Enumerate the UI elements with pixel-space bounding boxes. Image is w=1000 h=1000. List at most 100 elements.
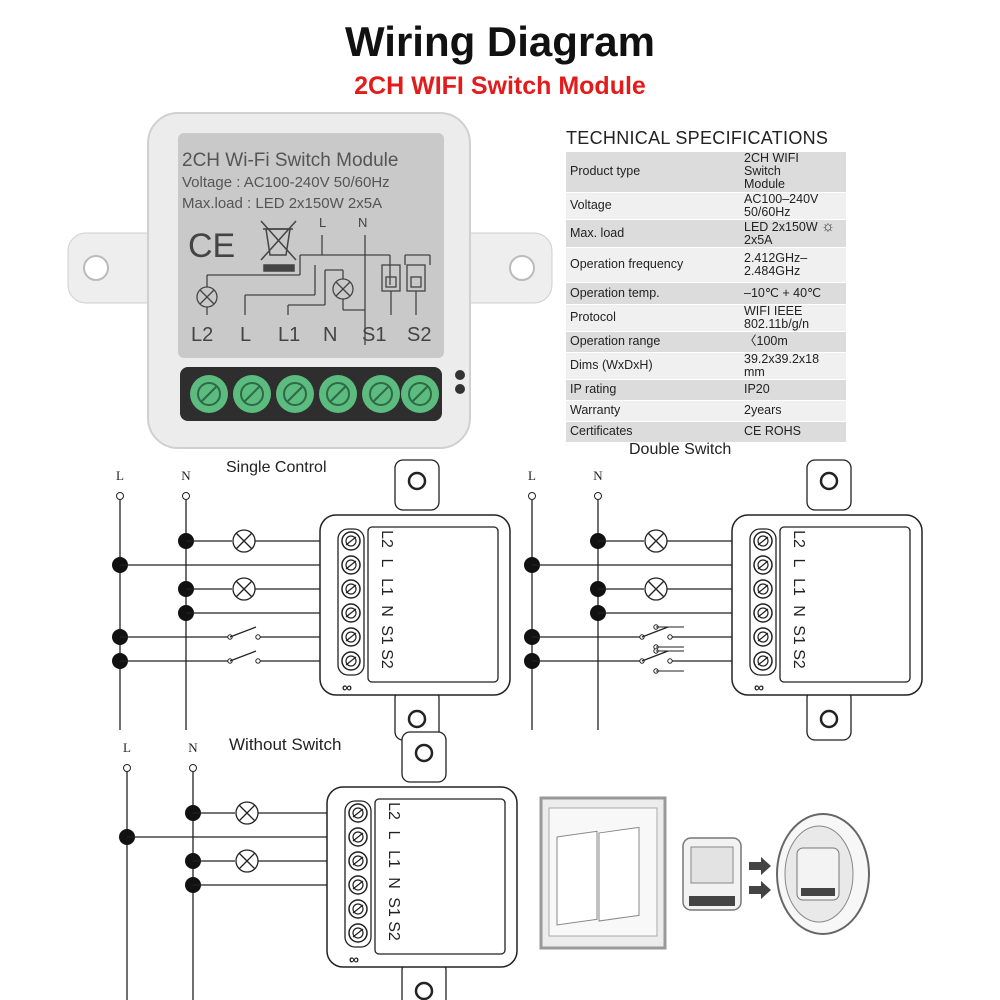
terminal-label: L2 bbox=[385, 802, 402, 820]
spec-row: Operation temp.–10℃ + 40℃ bbox=[566, 282, 846, 305]
label-term-n: N bbox=[323, 324, 337, 346]
reset-hole bbox=[455, 384, 465, 394]
spec-key: Certificates bbox=[566, 421, 730, 443]
terminal-screws bbox=[190, 375, 439, 413]
spec-value: AC100–240V 50/60Hz bbox=[730, 192, 846, 220]
caption-single-control: Single Control bbox=[226, 459, 327, 476]
terminal-label: L1 bbox=[378, 578, 395, 596]
line-l-label: L bbox=[528, 468, 536, 483]
module-label-voltage: Voltage : AC100-240V 50/60Hz bbox=[182, 174, 390, 191]
spec-value: WIFI IEEE 802.11b/g/n bbox=[730, 304, 846, 332]
installation-illustration bbox=[539, 796, 870, 950]
terminal-label: S2 bbox=[790, 649, 807, 669]
wall-switch-rocker-right bbox=[598, 826, 640, 922]
infinity-mark: ∞ bbox=[754, 679, 764, 695]
spec-key: Product type bbox=[566, 152, 730, 193]
mini-module-label bbox=[690, 846, 734, 884]
terminal-label: L2 bbox=[378, 530, 395, 548]
led-indicator bbox=[455, 370, 465, 380]
module-label-maxload: Max.load : LED 2x150W 2x5A bbox=[182, 195, 382, 212]
spec-value: –10℃ + 40℃ bbox=[730, 282, 846, 305]
label-terminal-names: L2 L L1 N S1 S2 bbox=[191, 324, 431, 346]
wall-box-module-terminals bbox=[801, 888, 835, 896]
line-l-label: L bbox=[116, 468, 124, 483]
terminal-label: L2 bbox=[790, 530, 807, 548]
spec-value: 〈100m bbox=[730, 331, 846, 353]
module-wire-l-label: L bbox=[319, 215, 326, 230]
module-label-title: 2CH Wi-Fi Switch Module bbox=[182, 150, 398, 171]
label-term-s2: S2 bbox=[407, 324, 431, 346]
label-schematic bbox=[196, 235, 431, 345]
label-term-l: L bbox=[240, 324, 251, 346]
terminal-label: S1 bbox=[385, 897, 402, 917]
caption-double-switch: Double Switch bbox=[629, 441, 732, 458]
spec-key: Voltage bbox=[566, 192, 730, 220]
wall-box-module bbox=[796, 847, 840, 901]
line-l-label: L bbox=[123, 740, 131, 755]
label-term-l1: L1 bbox=[278, 324, 300, 346]
spec-value: CE ROHS bbox=[730, 421, 846, 443]
module-wire-n-label: N bbox=[358, 215, 367, 230]
spec-key: Operation frequency bbox=[566, 247, 730, 283]
spec-value-maxload: LED 2x150W ☼ 2x5A bbox=[730, 217, 846, 248]
spec-value: 2.412GHz–2.484GHz bbox=[730, 247, 846, 283]
terminal-label: S1 bbox=[378, 625, 395, 645]
spec-row: Operation range〈100m bbox=[566, 331, 846, 353]
terminal-label: L bbox=[378, 559, 395, 568]
terminal-label: L bbox=[385, 831, 402, 840]
module-photo: 2CH Wi-Fi Switch Module Voltage : AC100-… bbox=[67, 112, 553, 449]
page-title: Wiring Diagram bbox=[345, 18, 655, 65]
terminal-label: N bbox=[385, 877, 402, 889]
terminal-label: S2 bbox=[378, 649, 395, 669]
caption-without-switch: Without Switch bbox=[229, 735, 342, 754]
spec-key: Operation temp. bbox=[566, 282, 730, 305]
spec-value-suffix: 2x5A bbox=[744, 232, 773, 247]
terminal-label: L1 bbox=[790, 578, 807, 596]
spec-value: LED 2x150W bbox=[744, 219, 818, 234]
terminal-label: L bbox=[790, 559, 807, 568]
spec-value: 39.2x39.2x18 mm bbox=[730, 352, 846, 380]
line-n-label: N bbox=[188, 740, 198, 755]
sun-icon: ☼ bbox=[821, 217, 835, 235]
line-n-label: N bbox=[181, 468, 191, 483]
spec-value: 2CH WIFI Switch Module bbox=[730, 152, 846, 193]
arrow-right-icon bbox=[749, 857, 771, 875]
wall-switch-rocker-left bbox=[556, 830, 598, 926]
spec-key: IP rating bbox=[566, 379, 730, 401]
terminal-label: N bbox=[790, 605, 807, 617]
page-subtitle: 2CH WIFI Switch Module bbox=[354, 72, 646, 100]
spec-key: Protocol bbox=[566, 304, 730, 332]
spec-key: Operation range bbox=[566, 331, 730, 353]
arrow-right-icon bbox=[749, 881, 771, 899]
terminal-label: N bbox=[378, 605, 395, 617]
spec-value: 2years bbox=[730, 400, 846, 422]
mini-module-terminals bbox=[689, 896, 735, 906]
label-term-l2: L2 bbox=[191, 324, 213, 346]
infinity-mark: ∞ bbox=[349, 951, 359, 967]
terminal-label: S1 bbox=[790, 625, 807, 645]
terminal-label: S2 bbox=[385, 921, 402, 941]
ce-mark: CE bbox=[188, 227, 235, 265]
spec-heading: TECHNICAL SPECIFICATIONS bbox=[566, 128, 829, 148]
spec-key: Dims (WxDxH) bbox=[566, 352, 730, 380]
spec-key: Max. load bbox=[566, 219, 730, 248]
terminal-label: L1 bbox=[385, 850, 402, 868]
line-n-label: N bbox=[593, 468, 603, 483]
spec-row: Dims (WxDxH)39.2x39.2x18 mm bbox=[566, 352, 846, 380]
